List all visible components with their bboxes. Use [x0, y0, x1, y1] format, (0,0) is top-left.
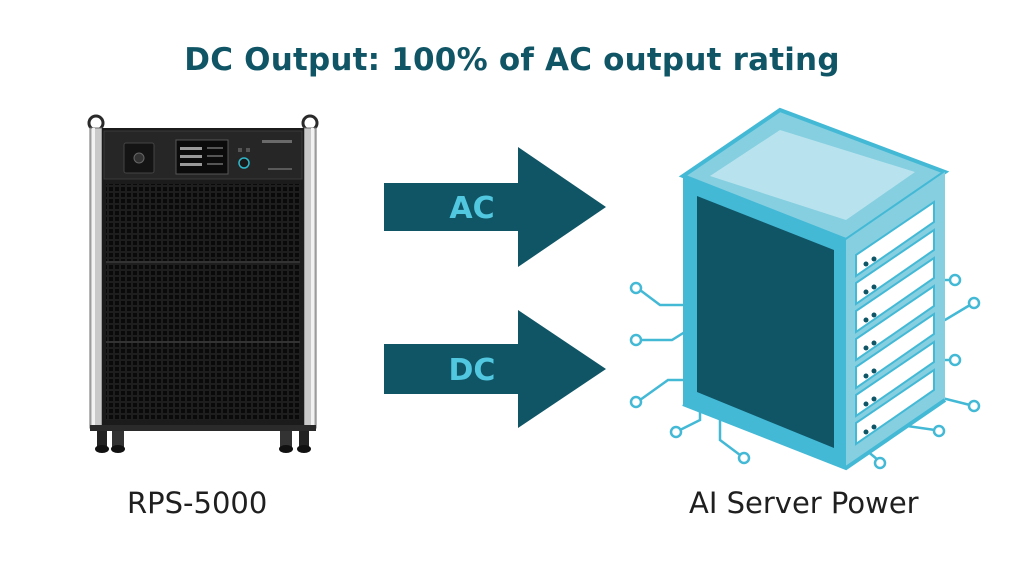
control-knob-icon: [238, 157, 250, 169]
caster-leg-2: [112, 431, 124, 447]
side-rail-left-highlight: [92, 128, 95, 428]
dc-arrow: DC: [384, 310, 606, 428]
server-top-inset: [710, 130, 915, 220]
server-indicator-dots: [863, 256, 877, 435]
side-rail-right: [303, 127, 317, 429]
rps-5000-cabinet: [87, 114, 319, 453]
display-readout-6: [207, 163, 223, 165]
server-base-outline: [682, 398, 947, 471]
server-illustration: [629, 107, 981, 471]
display-readout-5: [207, 155, 223, 157]
dc-arrow-label: DC: [449, 353, 496, 388]
display-readout-4: [207, 147, 223, 149]
caster-wheel-2: [111, 445, 125, 453]
ac-arrow-label: AC: [449, 191, 494, 226]
caster-wheel-3: [279, 445, 293, 453]
brand-mark: [262, 140, 292, 143]
dc-arrow-shape: [384, 310, 606, 428]
caster-leg-1: [97, 431, 107, 447]
server-left-panel: [697, 196, 834, 448]
ac-arrow-shape: [384, 147, 606, 267]
power-switch-icon: [133, 152, 145, 164]
side-rail-right-highlight: [311, 128, 314, 428]
diagram-title: DC Output: 100% of AC output rating: [184, 42, 840, 78]
model-mark: [268, 168, 292, 170]
caster-wheel-1: [95, 445, 109, 453]
display-readout-1: [180, 147, 202, 150]
caster-leg-3: [280, 431, 292, 447]
caster-wheel-4: [297, 445, 311, 453]
ac-arrow: AC: [384, 147, 606, 267]
caster-leg-4: [299, 431, 309, 447]
display-readout-2: [180, 155, 202, 158]
side-rail-left: [89, 127, 103, 429]
button-dot-1: [238, 148, 242, 152]
display-readout-3: [180, 163, 202, 166]
circuit-nodes: [629, 273, 981, 470]
rps-5000-caption: RPS-5000: [127, 486, 268, 520]
ai-server-power-caption: AI Server Power: [689, 486, 919, 520]
vent-grill: [106, 184, 300, 420]
button-dot-2: [246, 148, 250, 152]
cabinet-base: [90, 425, 316, 431]
